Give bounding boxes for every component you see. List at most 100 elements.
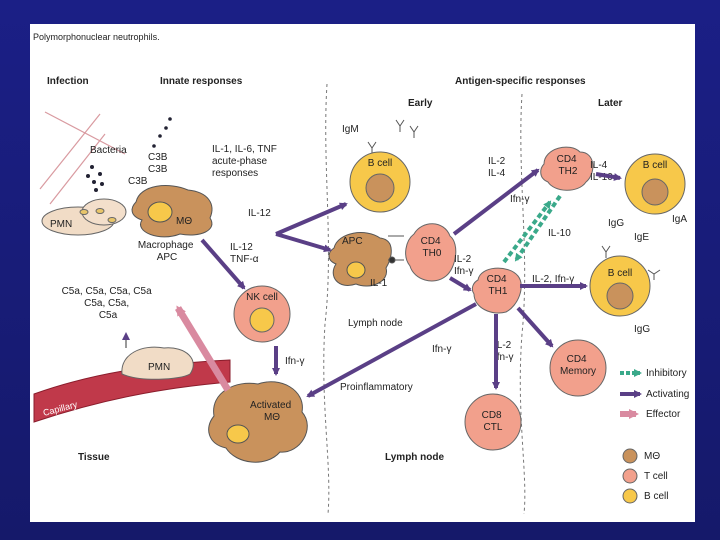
effector-arrow-activated-to-pmn bbox=[175, 305, 231, 392]
label-igm: IgM bbox=[342, 124, 359, 135]
arrow-macrophage-to-apc bbox=[275, 232, 332, 253]
svg-text:B cell: B cell bbox=[644, 491, 668, 502]
label-cd4-memory: CD4 Memory bbox=[560, 354, 596, 377]
b-cell-early-nucleus bbox=[365, 173, 395, 203]
activated-macrophage-nucleus bbox=[226, 424, 250, 444]
label-il2-ifn-c: IL-2 Ifn-γ bbox=[494, 340, 514, 363]
arrow-macrophage-to-nk bbox=[200, 238, 246, 290]
inhibitory-th2-to-th1 bbox=[514, 194, 562, 262]
svg-text:Effector: Effector bbox=[646, 409, 681, 420]
label-il10: IL-10 bbox=[548, 228, 571, 239]
header-infection: Infection bbox=[47, 76, 89, 87]
label-pmn-left: PMN bbox=[50, 219, 72, 230]
svg-text:Activating: Activating bbox=[646, 389, 689, 400]
label-iga: IgA bbox=[672, 214, 687, 225]
label-nk-cell: NK cell bbox=[246, 292, 278, 303]
activated-macrophage-cell bbox=[208, 381, 308, 463]
label-il12-a: IL-12 bbox=[248, 208, 271, 219]
label-b-cell-later-bottom: B cell bbox=[608, 268, 632, 279]
b-cell-later-bottom-nucleus bbox=[606, 282, 634, 310]
arrow-th0-to-th1 bbox=[448, 276, 472, 292]
arrow-th2-to-b-cell bbox=[595, 172, 622, 181]
antibody-icons-igm bbox=[367, 119, 419, 154]
apc-cell bbox=[328, 232, 392, 287]
label-lymph-node-mid: Lymph node bbox=[348, 318, 403, 329]
label-b-cell-later-top: B cell bbox=[643, 160, 667, 171]
b-cell-later-top-nucleus bbox=[641, 178, 669, 206]
pmn-cells-left bbox=[41, 198, 127, 236]
label-macrophage-caption: Macrophage APC bbox=[138, 240, 196, 263]
cd8-ctl-cell bbox=[464, 393, 522, 451]
bacteria-illustration bbox=[39, 111, 126, 205]
cd4-th1-cell bbox=[471, 267, 522, 314]
label-il1: IL-1 bbox=[370, 278, 388, 289]
arrow-macrophage-to-b-cell bbox=[275, 202, 348, 236]
label-apc: APC bbox=[342, 236, 363, 247]
legend-b-cell: B cell bbox=[622, 488, 668, 504]
nk-cell-nucleus bbox=[249, 307, 275, 333]
c3b-dots bbox=[152, 117, 172, 148]
label-il2-il4: IL-2 IL-4 bbox=[488, 156, 508, 179]
legend-t-cell: T cell bbox=[622, 468, 668, 484]
arrow-th1-to-memory bbox=[516, 306, 554, 348]
diagram-title: Polymorphonuclear neutrophils. bbox=[33, 32, 160, 42]
label-b-cell-early: B cell bbox=[368, 158, 392, 169]
legend-inhibitory: Inhibitory bbox=[620, 368, 687, 379]
label-il12-b: IL-12 TNF-α bbox=[230, 242, 259, 265]
label-cd8-ctl: CD8 CTL bbox=[482, 410, 505, 433]
arrow-th1-to-activated bbox=[306, 302, 477, 398]
label-c3b-1: C3B bbox=[148, 152, 168, 163]
divider-early-later bbox=[519, 93, 526, 515]
label-il4-il10: IL-4 IL-10 bbox=[590, 160, 613, 183]
cd4-th0-cell bbox=[405, 223, 457, 282]
header-later: Later bbox=[598, 98, 623, 109]
label-proinflammatory: Proinflammatory bbox=[340, 382, 413, 393]
cd4-th2-cell bbox=[540, 146, 594, 191]
immune-response-diagram: Polymorphonuclear neutrophils. Infection… bbox=[33, 32, 689, 515]
macrophage-nucleus bbox=[147, 201, 173, 223]
apc-th0-synapse bbox=[388, 235, 404, 264]
legend-macrophage: MΘ bbox=[622, 448, 660, 464]
header-innate: Innate responses bbox=[160, 76, 243, 87]
label-pmn-capillary: PMN bbox=[148, 362, 170, 373]
label-c5a: C5a, C5a, C5a, C5a C5a, C5a, C5a bbox=[62, 286, 155, 321]
label-c3b-3: C3B bbox=[128, 176, 148, 187]
inhibitory-th1-to-th2 bbox=[502, 200, 552, 264]
header-tissue: Tissue bbox=[78, 452, 110, 463]
svg-text:T cell: T cell bbox=[644, 471, 668, 482]
label-ige: IgE bbox=[634, 232, 649, 243]
header-early: Early bbox=[408, 98, 433, 109]
label-c3b-2: C3B bbox=[148, 164, 168, 175]
apc-nucleus bbox=[346, 261, 366, 279]
label-cd4-th0: CD4 TH0 bbox=[421, 236, 444, 259]
legend-activating: Activating bbox=[620, 389, 689, 400]
arrow-th0-to-th2 bbox=[452, 168, 540, 236]
divider-innate-early bbox=[323, 83, 330, 515]
svg-text:Inhibitory: Inhibitory bbox=[646, 368, 687, 379]
inhibitory-arrows bbox=[502, 194, 562, 264]
header-antigen-specific: Antigen-specific responses bbox=[455, 76, 586, 87]
label-ifn-y-mid: Ifn-γ bbox=[432, 344, 451, 355]
label-il2-ifn-a: IL-2 Ifn-γ bbox=[454, 254, 474, 277]
label-activated: Activated MΘ bbox=[250, 400, 294, 423]
antibody-icons-later bbox=[601, 245, 661, 280]
label-igg-top: IgG bbox=[608, 218, 624, 229]
label-cd4-th1: CD4 TH1 bbox=[487, 274, 510, 297]
label-ifn-nk: Ifn-γ bbox=[285, 356, 304, 367]
legend-effector: Effector bbox=[620, 409, 681, 420]
svg-text:MΘ: MΘ bbox=[644, 451, 660, 462]
label-igg-bottom: IgG bbox=[634, 324, 650, 335]
pmn-capillary-cell bbox=[121, 346, 194, 380]
diagram-panel: Polymorphonuclear neutrophils. Infection… bbox=[30, 24, 695, 522]
cd4-memory-cell bbox=[549, 339, 607, 397]
header-lymph-node-bottom: Lymph node bbox=[385, 452, 445, 463]
label-cd4-th2: CD4 TH2 bbox=[557, 154, 580, 177]
label-macrophage-cell: MΘ bbox=[176, 216, 192, 227]
legend: Inhibitory Activating Effector MΘ T cell bbox=[620, 368, 689, 504]
label-il2-ifn-b: IL-2, Ifn-γ bbox=[532, 274, 574, 285]
activating-arrows bbox=[200, 168, 622, 398]
label-bacteria: Bacteria bbox=[90, 145, 127, 156]
label-ifn-y-top: Ifn-γ bbox=[510, 194, 529, 205]
label-il1-il6-tnf: IL-1, IL-6, TNF acute-phase responses bbox=[212, 144, 280, 179]
